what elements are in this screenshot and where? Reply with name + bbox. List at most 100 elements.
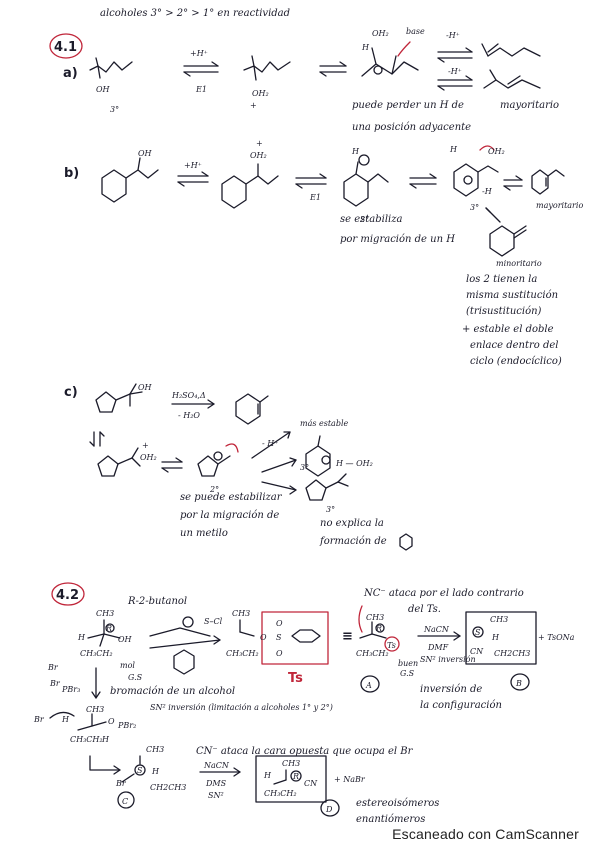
ts-benzene-ring [291,629,321,643]
nabr: + NaBr [334,775,366,784]
b-cation-h-2: H [449,145,458,154]
ch3ch2-br: CH₃CH₂ [70,735,103,744]
arrow-c-to-d [199,767,241,777]
a-cation-oh2: OH₂ [372,29,389,38]
label-a: A [365,681,372,690]
b-cyclohexyl-alcohol [101,157,159,203]
structure-d [273,769,302,785]
cn-d: CN [304,779,318,788]
tosylate-structure [239,619,255,637]
b-oh2: OH₂ [250,151,267,160]
ch3-c: CH3 [146,745,164,754]
c-equilibrium-down [89,431,105,447]
a-cation-h: H [361,43,370,52]
nc-note2: del Ts. [408,604,441,615]
c-small-hexagon-icon [399,533,413,551]
c-note-left: un metilo [180,528,228,539]
b-carbocation-3 [453,145,499,197]
section-4-1-circle [49,33,83,59]
a-alkene-internal [483,69,541,89]
r-butanol-structure [87,619,121,647]
tscl: S–Cl [204,617,223,626]
ts-box [261,611,329,665]
ch3ch2-d: CH₃CH₂ [264,789,297,798]
a-carbocation [361,41,419,77]
b-degree-3: 3° [470,203,479,212]
structure-c [121,755,146,783]
camscanner-watermark: Escaneado con CamScanner [392,826,579,842]
c-secondary-cation [197,443,239,477]
cn-b: CN [470,647,484,656]
section-4-2-number: 4.2 [56,588,79,603]
c-note-right: formación de [319,536,387,547]
ch2ch3-c: CH2CH3 [150,783,186,792]
b-side-note-line: ciclo (endocíclico) [470,356,562,367]
nacn: NaCN [423,625,450,634]
c-note-right: no explica la [320,518,384,529]
c-oh2: OH₂ [140,453,157,462]
h-atom: H [77,633,86,642]
label-b: B [515,679,522,688]
r-tag-a: R [375,624,382,633]
r-butanol-label: R-2-butanol [127,596,187,607]
b-product-endocyclic [531,169,565,195]
r-tag-d: R [292,772,299,781]
c-h-oh2: H — OH₂ [335,459,373,468]
pbr3-arrow [91,667,101,699]
s-tag-b: S [475,628,481,637]
b-side-note-line: enlace dentro del [470,340,559,351]
pyridine-note: mol [120,661,135,670]
b-product: mayoritario [536,201,583,210]
c-note-left: por la migración de [180,510,279,521]
section-4-1-number: 4.1 [54,40,77,55]
a-minus-h-top: -H⁺ [446,31,460,40]
dmf: DMF [427,643,449,652]
b-protonated [221,163,279,209]
br-note: bromación de un alcohol [110,686,235,697]
ester-note: enantiómeros [356,814,425,825]
tsona: + TsONa [538,633,575,642]
ch3ch2-tos: CH₃CH₂ [226,649,259,658]
b-oh: OH [138,149,153,158]
label-a-circle [360,675,380,693]
c-mas-estable: más estable [300,419,349,428]
product-d-box [255,755,327,803]
nacn2: NaCN [203,761,230,770]
label-b-circle [510,673,530,691]
c-reaction-arrow [171,399,215,409]
c-label: c) [64,385,78,400]
sn2-inv: SN² inversión [420,655,476,664]
ester-note: estereoisómeros [356,798,439,809]
ts-s: S [276,633,282,642]
header-line: alcoholes 3° > 2° > 1° en reactividad [100,8,290,19]
tscl-reagent [149,616,211,637]
structure-a [358,605,400,652]
sn2: SN² [208,791,224,800]
b-side-note: los 2 tienen la misma sustitución (trisu… [462,274,562,367]
br-c: Br [115,779,127,788]
a-label: a) [63,66,78,81]
equals-sign: ≡ [342,629,353,644]
label-d-circle [320,799,340,817]
b-label: b) [64,166,79,181]
nc-note: NC⁻ ataca por el lado contrario [363,588,524,599]
ts-o-left: O [260,633,267,642]
b-cation-oh2: OH₂ [488,147,505,156]
label-d: D [325,805,333,814]
inv-note: inversión de [420,684,482,695]
label-c-circle [117,791,135,809]
br-note2: SN² inversión (limitación a alcoholes 1°… [150,703,333,712]
oh-atom: OH [118,635,133,644]
h-br: H [61,715,70,724]
b-equilibrium-arrow-3 [409,173,437,189]
c-minus-h2o: - H₂O [178,411,200,420]
a-alcohol-skeleton [89,57,133,79]
b-equilibrium-arrow-4 [503,175,523,191]
ch3-b: CH3 [490,615,508,624]
c-oh: OH [138,383,153,392]
a-protonated-skeleton [243,55,291,81]
r-tag: R [105,624,112,633]
c-tertiary-cation-chain [305,473,349,501]
c-equilibrium-arrow [161,457,183,473]
